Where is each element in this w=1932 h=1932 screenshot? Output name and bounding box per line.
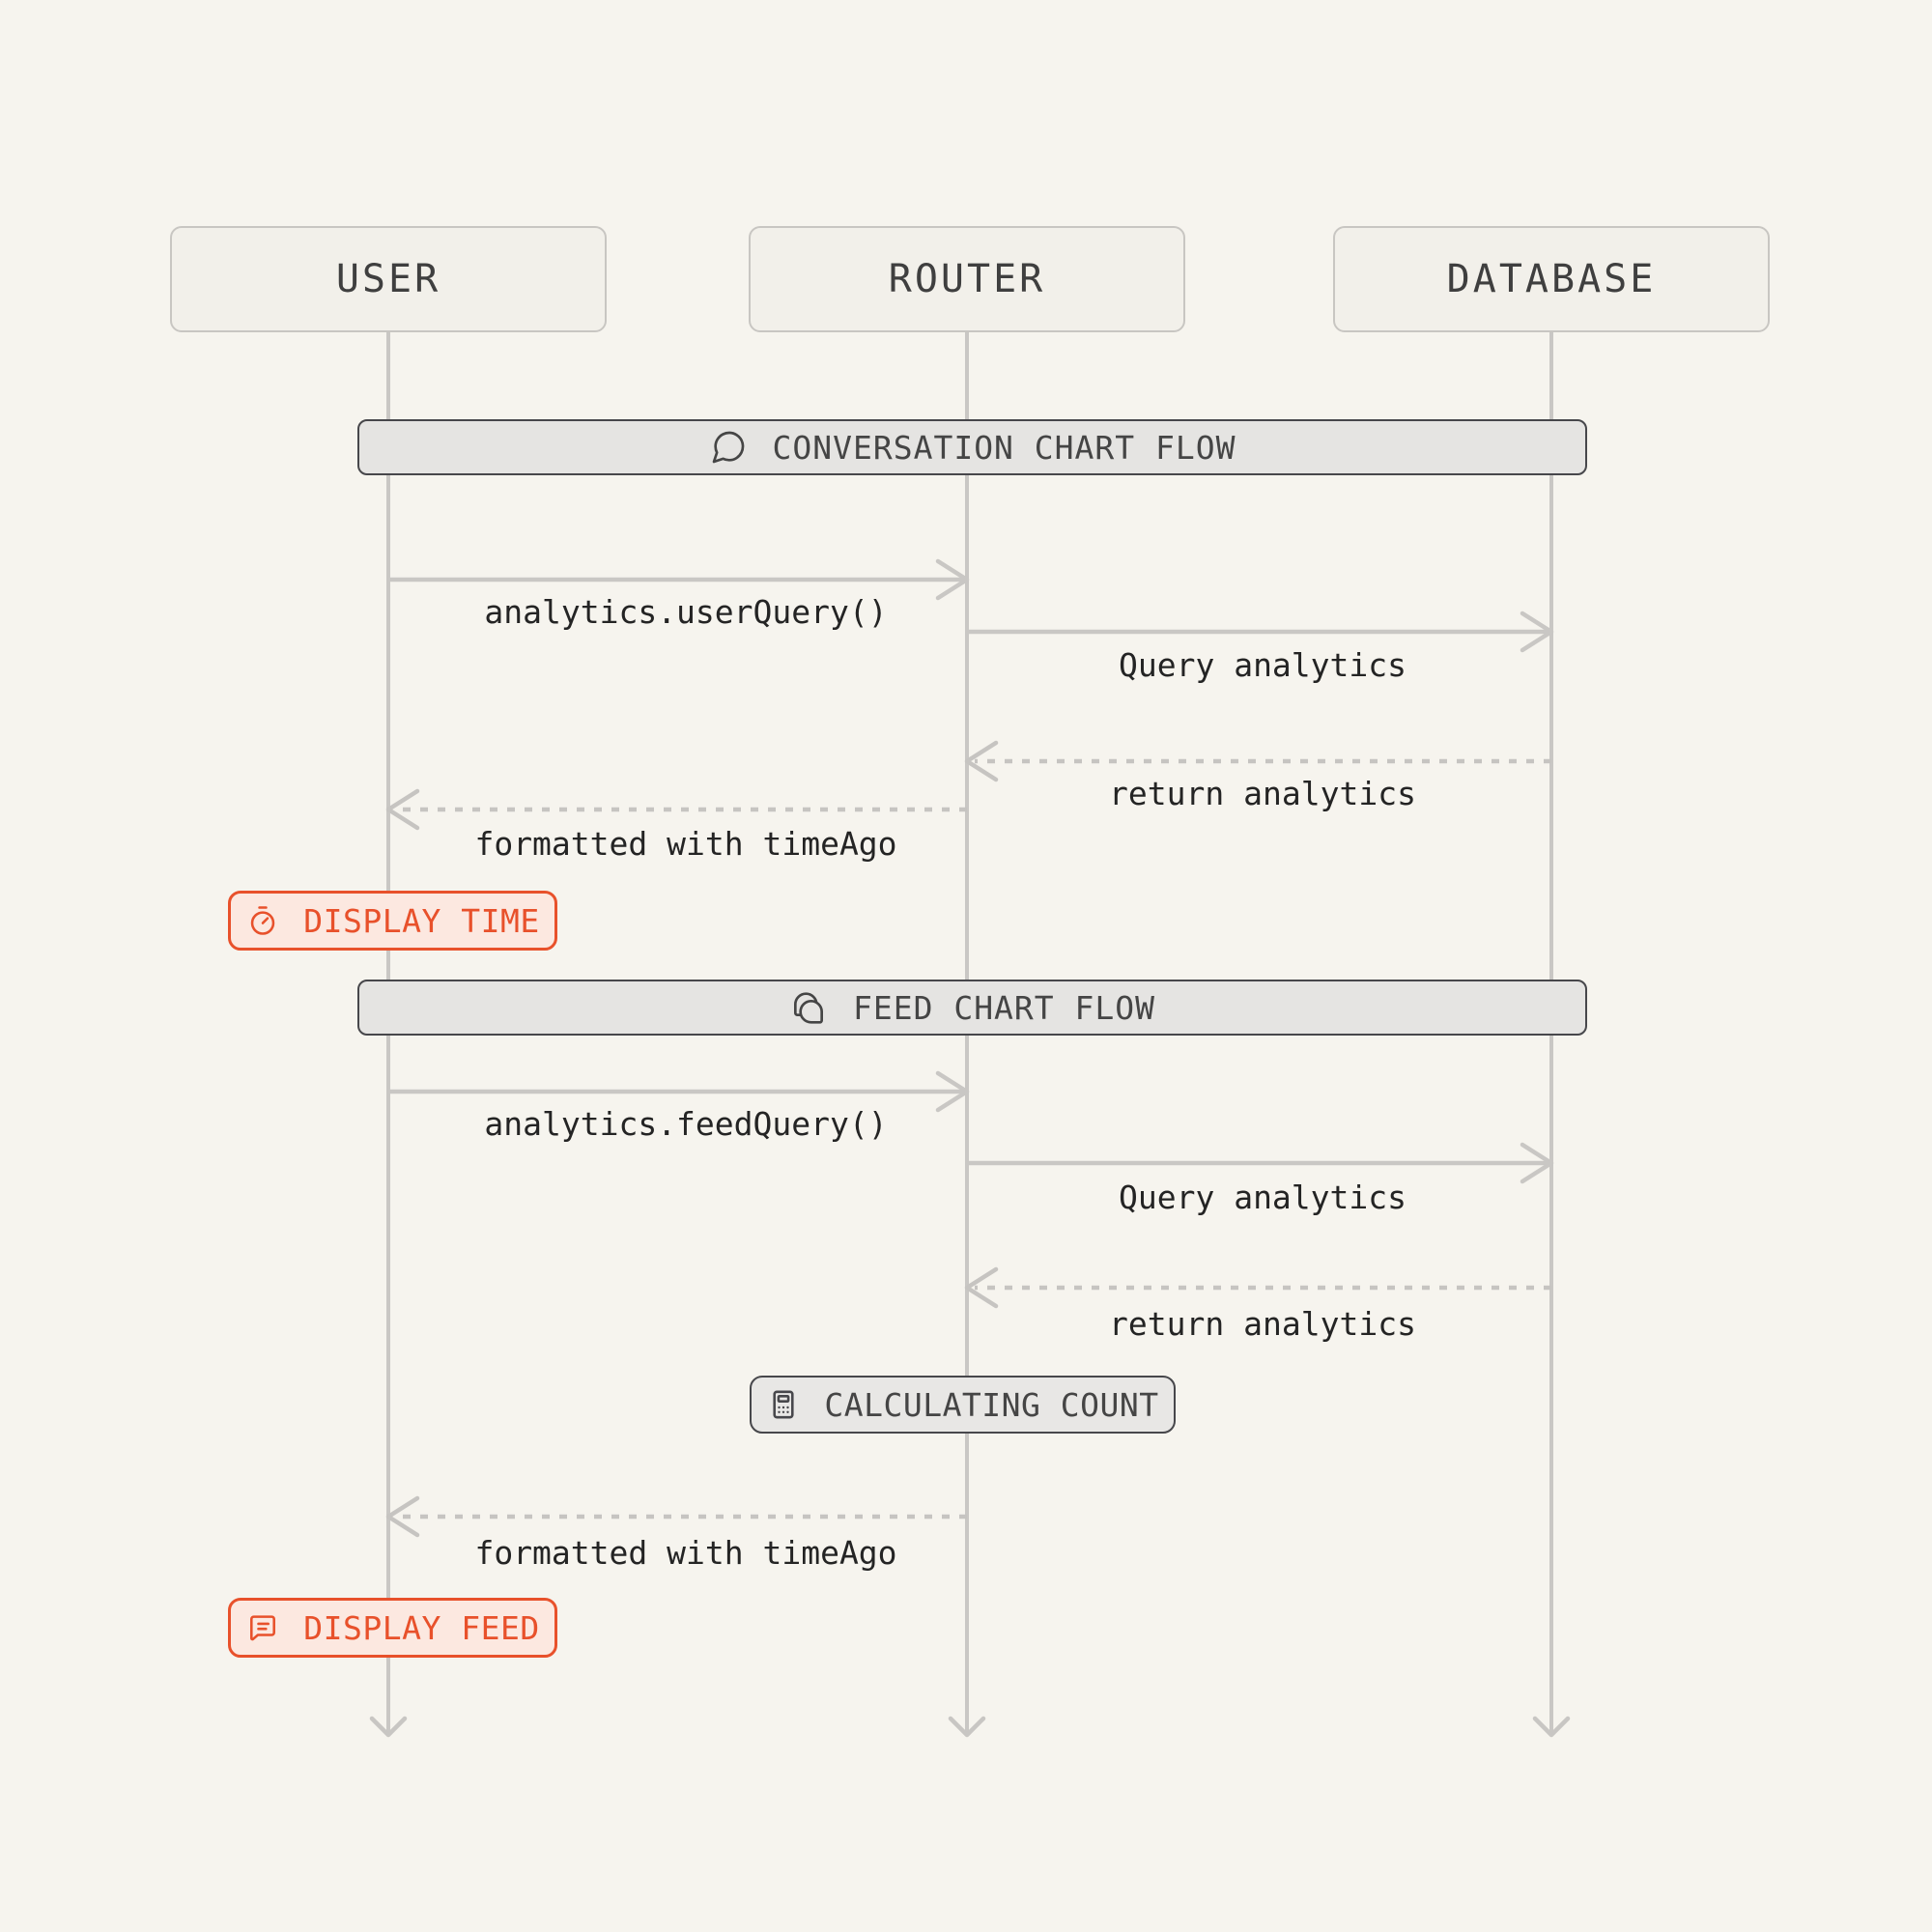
note-label: DISPLAY TIME — [303, 901, 540, 940]
actor-box-user: USER — [170, 226, 607, 332]
chat-bubble-icon — [712, 431, 744, 464]
message-label-query-analytics-2: Query analytics — [1118, 1179, 1407, 1216]
message-arrowhead-4 — [385, 788, 420, 831]
timer-icon — [251, 906, 275, 935]
message-label-user-query: analytics.userQuery() — [484, 593, 888, 631]
actor-label-router: ROUTER — [888, 257, 1046, 301]
section-bar-conversation: CONVERSATION CHART FLOW — [357, 419, 1587, 475]
message-arrowhead-1 — [935, 558, 970, 601]
message-arrowhead-3 — [964, 740, 999, 782]
lifeline-end-arrow-database — [1532, 1716, 1571, 1738]
message-arrowhead-2 — [1520, 611, 1554, 653]
lifeline-end-arrow-router — [948, 1716, 986, 1738]
actor-label-database: DATABASE — [1446, 257, 1657, 301]
note-display-time: DISPLAY TIME — [228, 891, 557, 951]
note-label: DISPLAY FEED — [303, 1608, 540, 1647]
section-bar-title: CONVERSATION CHART FLOW — [772, 428, 1236, 467]
actor-box-router: ROUTER — [749, 226, 1185, 332]
lifeline-end-arrow-user — [369, 1716, 408, 1738]
note-display-feed: DISPLAY FEED — [228, 1598, 557, 1658]
message-arrowhead-5 — [935, 1070, 970, 1113]
chat-text-icon — [250, 1615, 276, 1641]
message-label-query-analytics-1: Query analytics — [1118, 646, 1407, 684]
message-label-return-analytics-1: return analytics — [1109, 775, 1416, 812]
section-bar-feed: FEED CHART FLOW — [357, 980, 1587, 1036]
message-label-formatted-1: formatted with timeAgo — [474, 825, 897, 863]
section-bar-title: FEED CHART FLOW — [852, 988, 1155, 1027]
message-label-formatted-2: formatted with timeAgo — [474, 1534, 897, 1572]
message-arrowhead-7 — [964, 1266, 999, 1309]
actor-box-database: DATABASE — [1333, 226, 1770, 332]
message-arrowhead-6 — [1520, 1142, 1554, 1184]
message-arrowhead-8 — [385, 1495, 420, 1538]
message-label-feed-query: analytics.feedQuery() — [484, 1105, 888, 1143]
actor-label-user: USER — [335, 257, 441, 301]
chats-icon — [793, 992, 823, 1024]
note-calculating-count: CALCULATING COUNT — [750, 1376, 1176, 1434]
calculator-icon — [773, 1390, 794, 1419]
note-label: CALCULATING COUNT — [824, 1385, 1159, 1424]
message-label-return-analytics-2: return analytics — [1109, 1305, 1416, 1343]
